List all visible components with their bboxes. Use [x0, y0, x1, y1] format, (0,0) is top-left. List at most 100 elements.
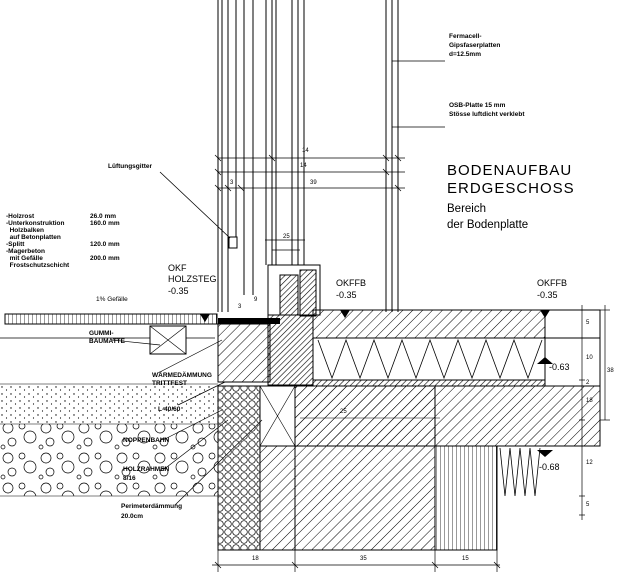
- perimeter-insulation: [217, 385, 261, 551]
- level-okffb1-2: -0.35: [336, 290, 357, 300]
- layer-row: -Holzrost 26.0 mm: [6, 213, 120, 220]
- note-osb-1: OSB-Platte 15 mm: [449, 102, 506, 109]
- layer-name: -Unterkonstruktion: [6, 220, 65, 227]
- layer-name: auf Betonplatten: [6, 234, 61, 241]
- layer-name: Holzbalken: [6, 227, 44, 234]
- layer-row: -Splitt 120.0 mm: [6, 241, 120, 248]
- note-osb-2: Stösse luftdicht verklebt: [449, 111, 525, 118]
- dim-right-5b: 5: [586, 502, 590, 508]
- foundation-wall: [294, 385, 436, 551]
- splitt-layer: [0, 384, 218, 424]
- title-line-1: BODENAUFBAU: [447, 162, 573, 179]
- dim-bottom-15: 15: [462, 556, 469, 562]
- note-fermacell-1: Fermacell-: [449, 33, 482, 40]
- dimension-line-bottom: [212, 550, 501, 572]
- level-marker-063: [537, 357, 553, 364]
- insulation-trittfest: [217, 323, 271, 383]
- level-okf-2: HOLZSTEG: [168, 274, 217, 284]
- layer-name: -Holzrost: [6, 213, 35, 220]
- wall-lines-upper: [217, 0, 399, 312]
- dim-top-3: 3: [230, 180, 234, 186]
- dimension-lines-right: [579, 305, 610, 520]
- layer-name: Frostschutzschicht: [6, 262, 70, 269]
- frostschutz-gravel: [0, 424, 218, 496]
- floor-screed: [312, 309, 546, 339]
- level-marker-okffb1: [340, 310, 350, 318]
- dim-top-14a: 14: [302, 148, 309, 154]
- dim-mid-3: 3: [238, 304, 242, 310]
- level-okf-3: -0.35: [168, 286, 189, 296]
- floor-insulation: [312, 337, 546, 381]
- dim-center-25: 25: [340, 409, 347, 415]
- level-marker-okffb2: [540, 310, 550, 318]
- dim-right-2: 2: [586, 380, 590, 386]
- title-line-3: Bereich: [447, 203, 486, 215]
- insulation-zigzag: [317, 338, 543, 380]
- threshold-profile: [218, 318, 280, 324]
- title-line-4: der Bodenplatte: [447, 219, 529, 231]
- dim-bottom-35: 35: [360, 556, 367, 562]
- dim-top-39: 39: [310, 180, 317, 186]
- dim-right-18: 18: [586, 398, 593, 404]
- dim-right-5a: 5: [586, 320, 590, 326]
- dim-right-10: 10: [586, 355, 593, 361]
- label-waermedaemmung-1: WÄRMEDÄMMUNG: [152, 372, 212, 379]
- dim-top-14b: 14: [300, 163, 307, 169]
- dim-right-12: 12: [586, 460, 593, 466]
- level-okffb2-2: -0.35: [537, 290, 558, 300]
- title-line-2: ERDGESCHOSS: [447, 180, 575, 197]
- holzrost-walkway: [4, 313, 218, 325]
- lueftungsgitter-detail: [228, 236, 238, 249]
- leader-lines-upper: [159, 60, 445, 239]
- sill-block: [279, 274, 299, 316]
- layer-value: 26.0 mm: [90, 213, 117, 220]
- dim-right-38: 38: [607, 368, 614, 374]
- layer-row: -Magerbeton: [6, 248, 120, 255]
- cross-line: [149, 325, 187, 355]
- level-okf-1: OKF: [168, 263, 187, 273]
- sill-post: [299, 269, 317, 317]
- right-buildup-ins: [544, 337, 601, 387]
- leader-lines-left: [111, 339, 263, 506]
- layer-value: 160.0 mm: [90, 220, 120, 227]
- foundation-footing: [434, 445, 498, 551]
- label-winkel: L-40/60: [158, 406, 181, 413]
- layer-list: -Holzrost 26.0 mm -Unterkonstruktion 160.0…: [6, 213, 120, 269]
- layer-row: auf Betonplatten: [6, 234, 120, 241]
- layer-name: -Magerbeton: [6, 248, 45, 255]
- lower-block: [259, 445, 296, 551]
- layer-name: mit Gefälle: [6, 255, 43, 262]
- cross-line: [259, 385, 296, 447]
- wall-base-insulation: [267, 314, 314, 386]
- layer-name: -Splitt: [6, 241, 25, 248]
- layer-value: 120.0 mm: [90, 241, 120, 248]
- note-fermacell-3: d=12.5mm: [449, 51, 481, 58]
- right-insulation-zigzag: [499, 447, 541, 497]
- slope-label: 1% Gefälle: [96, 296, 128, 303]
- label-noppenbahn: NOPPENBAHN: [123, 437, 170, 444]
- label-perimeter-2: 20.0cm: [121, 513, 144, 520]
- right-buildup-top: [544, 309, 601, 339]
- label-waermedaemmung-2: TRITTFEST: [152, 380, 188, 387]
- level-063: -0.63: [549, 362, 570, 372]
- label-gummi-1: GUMMI-: [89, 330, 114, 337]
- dim-bottom-18: 18: [252, 556, 259, 562]
- layer-row: mit Gefälle 200.0 mm: [6, 255, 120, 262]
- level-068: -0.68: [539, 462, 560, 472]
- note-lueftungsgitter: Lüftungsgitter: [108, 163, 153, 170]
- layer-value: 200.0 mm: [90, 255, 120, 262]
- separation-layer: [312, 379, 546, 387]
- level-marker-068: [537, 450, 553, 457]
- label-holzrahmen-1: HOLZRAHMEN: [123, 466, 170, 473]
- label-holzrahmen-2: 8/16: [123, 475, 136, 482]
- layer-row: Holzbalken: [6, 227, 120, 234]
- label-gummi-2: BAUMATTE: [89, 338, 125, 345]
- dim-mid-9: 9: [254, 297, 258, 303]
- level-okffb2-1: OKFFB: [537, 278, 568, 288]
- layer-row: -Unterkonstruktion 160.0 mm: [6, 220, 120, 227]
- dimension-lines-top: [214, 150, 405, 251]
- layer-row: Frostschutzschicht: [6, 262, 120, 269]
- label-perimeter-1: Perimeterdämmung: [121, 503, 183, 510]
- level-marker-okf: [200, 314, 210, 322]
